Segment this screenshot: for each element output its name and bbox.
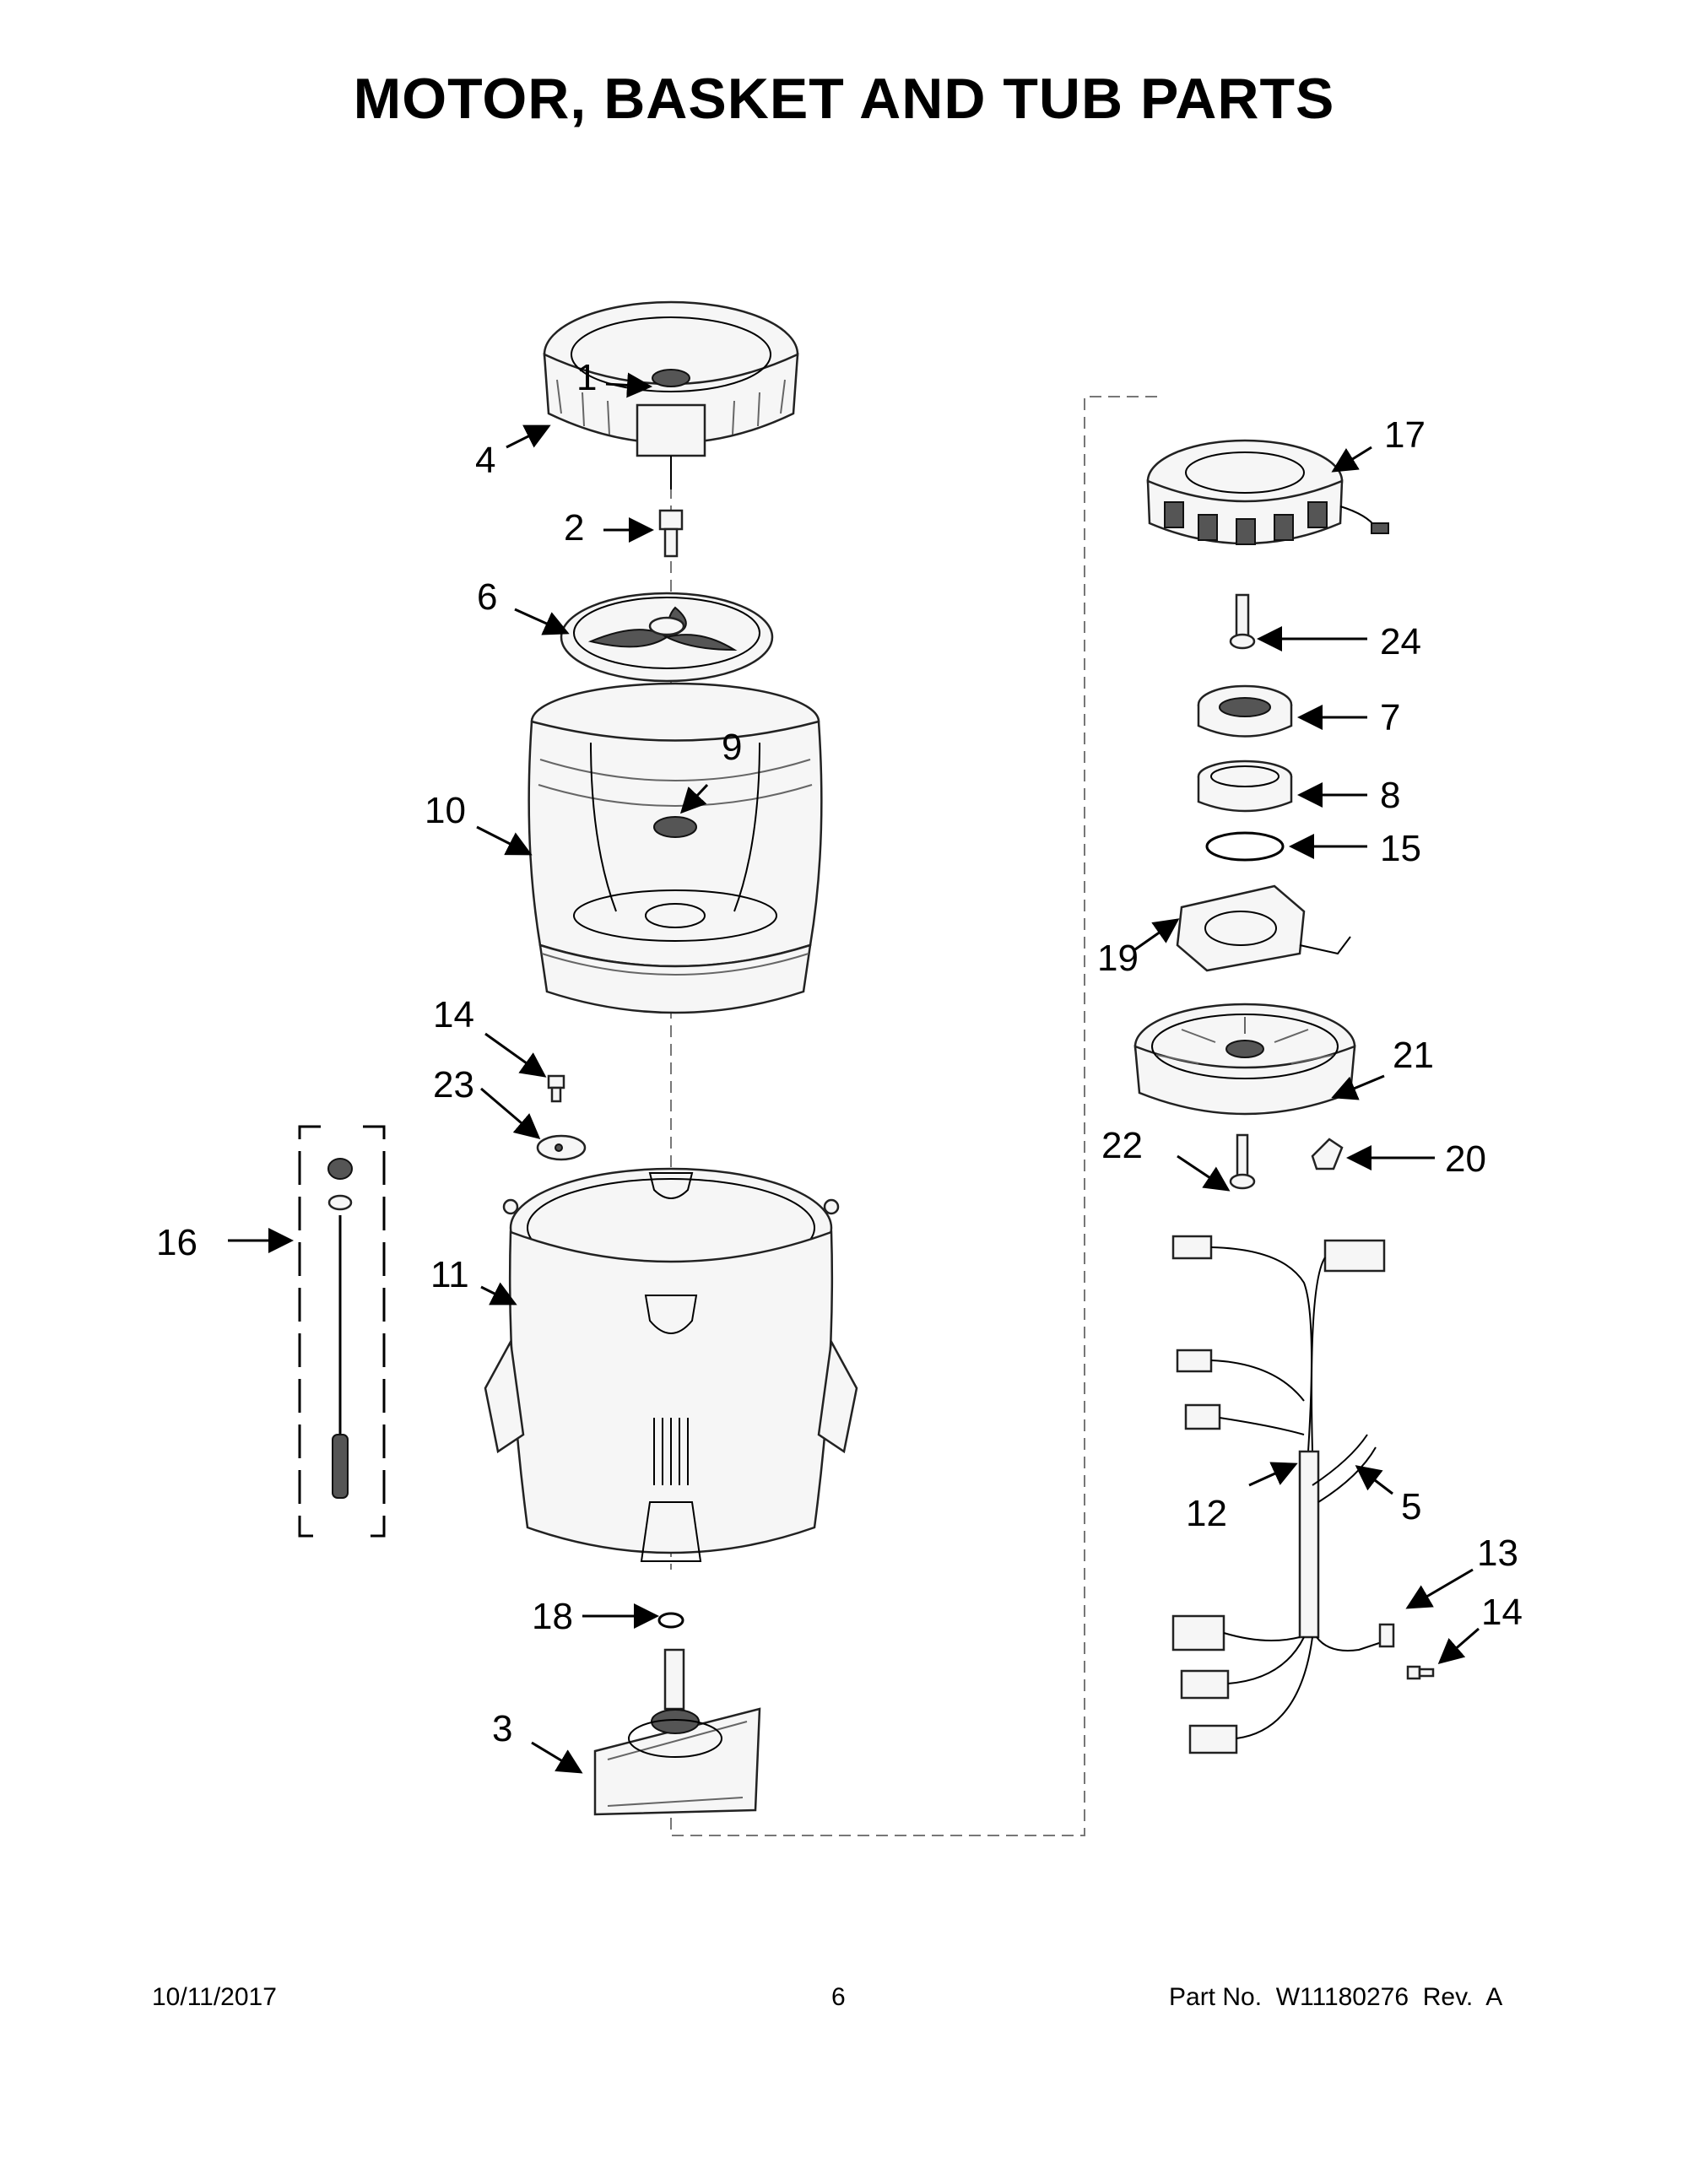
callout-22: 22 bbox=[1101, 1125, 1143, 1166]
clip-part bbox=[1311, 1138, 1344, 1170]
page-title: MOTOR, BASKET AND TUB PARTS bbox=[353, 67, 1335, 131]
wire-harness-part bbox=[1171, 1235, 1395, 1754]
o-ring-part bbox=[657, 1612, 684, 1629]
rotor-part bbox=[1133, 1003, 1356, 1116]
callout-10: 10 bbox=[425, 790, 466, 831]
callout-14-right: 14 bbox=[1481, 1592, 1523, 1633]
leader-lines bbox=[228, 372, 1480, 1774]
callout-4: 4 bbox=[475, 440, 495, 481]
callout-5: 5 bbox=[1401, 1486, 1421, 1527]
callout-2: 2 bbox=[564, 507, 584, 549]
rotor-bolt-part bbox=[1229, 593, 1256, 650]
callout-12: 12 bbox=[1186, 1493, 1227, 1534]
callout-17: 17 bbox=[1384, 414, 1426, 456]
impeller-part bbox=[560, 592, 774, 683]
callout-8: 8 bbox=[1380, 775, 1400, 816]
callout-20: 20 bbox=[1445, 1138, 1486, 1180]
bolt-part bbox=[658, 509, 684, 558]
tub-cover-plate-part bbox=[536, 1134, 587, 1161]
callout-15: 15 bbox=[1380, 828, 1421, 869]
callout-14-left: 14 bbox=[433, 994, 474, 1035]
shifter-bracket-part bbox=[1176, 884, 1351, 972]
bearing-part bbox=[1197, 684, 1293, 738]
callout-24: 24 bbox=[1380, 621, 1421, 662]
basket-part bbox=[528, 682, 823, 1014]
callout-1: 1 bbox=[576, 357, 597, 398]
callout-13: 13 bbox=[1477, 1533, 1518, 1574]
mounting-plate-part bbox=[593, 1648, 761, 1816]
footer-date: 10/11/2017 bbox=[152, 1983, 277, 2011]
footer-page-number: 6 bbox=[831, 1983, 846, 2011]
retaining-ring-part bbox=[1205, 831, 1285, 862]
rotor-nut-part bbox=[1229, 1133, 1256, 1190]
outer-tub-part bbox=[484, 1167, 858, 1562]
callout-7: 7 bbox=[1380, 697, 1400, 738]
screw-part-left bbox=[547, 1074, 565, 1103]
callout-6: 6 bbox=[477, 576, 497, 618]
callout-11: 11 bbox=[430, 1254, 469, 1295]
balance-ring-part bbox=[543, 300, 799, 489]
callout-9: 9 bbox=[722, 727, 742, 768]
footer-part-number: Part No. W11180276 Rev. A bbox=[1169, 1983, 1503, 2011]
sleeve-part bbox=[1197, 760, 1293, 813]
callout-21: 21 bbox=[1393, 1035, 1434, 1076]
callout-23: 23 bbox=[433, 1064, 474, 1106]
screw-part-right bbox=[1406, 1665, 1435, 1680]
stator-part bbox=[1146, 439, 1389, 545]
callout-3: 3 bbox=[492, 1708, 512, 1749]
suspension-rod-assembly bbox=[298, 1125, 386, 1538]
callout-19: 19 bbox=[1097, 938, 1139, 979]
callout-16: 16 bbox=[156, 1222, 197, 1263]
callout-18: 18 bbox=[532, 1596, 573, 1637]
